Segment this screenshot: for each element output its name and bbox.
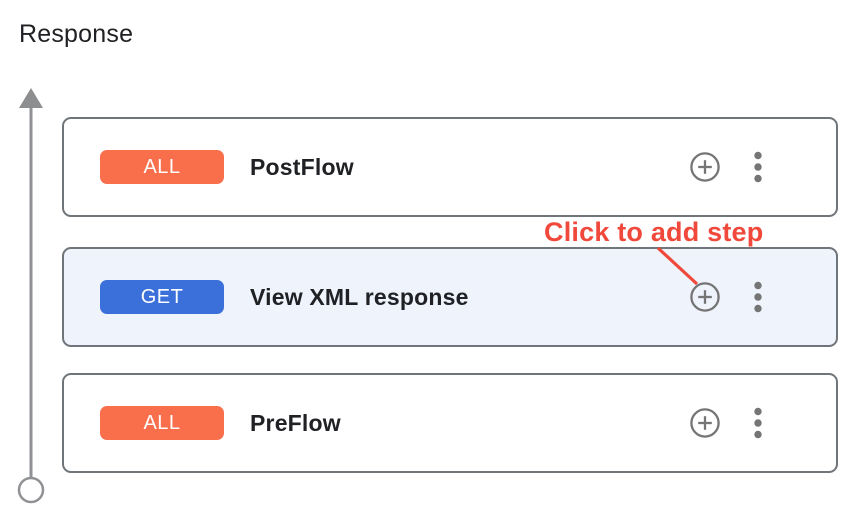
add-circle-icon (690, 152, 720, 182)
page-title: Response (19, 20, 134, 48)
card-actions (689, 281, 774, 313)
arrow-head-icon (19, 88, 43, 108)
flow-name: PostFlow (250, 153, 354, 180)
kebab-menu-icon (754, 151, 762, 183)
add-circle-icon (690, 282, 720, 312)
more-options-button[interactable] (742, 151, 774, 183)
flow-card-view-xml-response[interactable]: GET View XML response (62, 247, 838, 347)
add-step-button[interactable] (689, 151, 721, 183)
method-badge: ALL (100, 406, 224, 440)
annotation-click-to-add-step: Click to add step (544, 217, 764, 247)
add-step-button[interactable] (689, 281, 721, 313)
kebab-menu-icon (754, 407, 762, 439)
method-badge: GET (100, 280, 224, 314)
flow-card-postflow[interactable]: ALL PostFlow (62, 117, 838, 217)
kebab-menu-icon (754, 281, 762, 313)
card-actions (689, 407, 774, 439)
flow-start-circle-icon (17, 476, 45, 504)
more-options-button[interactable] (742, 407, 774, 439)
more-options-button[interactable] (742, 281, 774, 313)
flow-direction-arrow (17, 88, 45, 504)
card-actions (689, 151, 774, 183)
flow-name: PreFlow (250, 409, 341, 436)
add-circle-icon (690, 408, 720, 438)
add-step-button[interactable] (689, 407, 721, 439)
method-badge: ALL (100, 150, 224, 184)
flow-card-preflow[interactable]: ALL PreFlow (62, 373, 838, 473)
flow-name: View XML response (250, 283, 469, 310)
